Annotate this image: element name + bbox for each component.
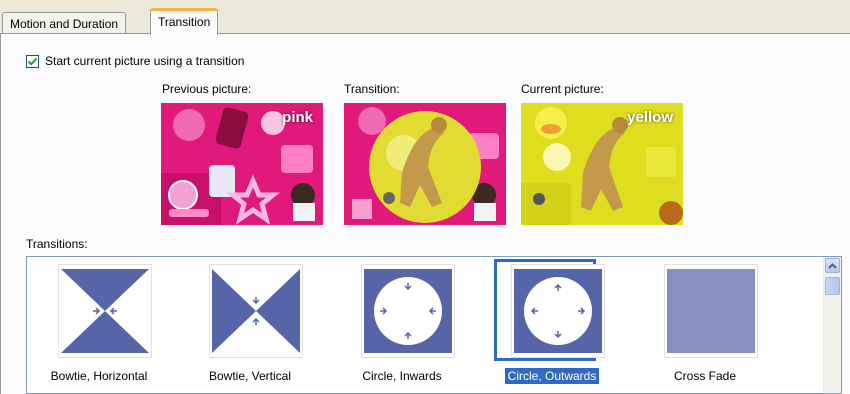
scroll-up-button[interactable] xyxy=(825,258,840,273)
transitions-list[interactable]: Bowtie, Horizontal Bowtie, Vertical xyxy=(26,256,842,394)
tab-strip: Motion and Duration Transition xyxy=(0,0,850,35)
scroll-thumb[interactable] xyxy=(825,277,840,295)
checkmark-icon xyxy=(27,57,38,66)
tab-transition[interactable]: Transition xyxy=(150,8,219,35)
cross-fade-icon xyxy=(667,269,755,353)
transition-item-circle-outwards[interactable]: Circle, Outwards xyxy=(494,259,607,384)
transition-item-bowtie-horizontal[interactable]: Bowtie, Horizontal xyxy=(44,262,154,384)
start-transition-checkbox-row[interactable]: Start current picture using a transition xyxy=(26,53,244,69)
transition-preview xyxy=(344,103,506,225)
start-transition-checkbox[interactable] xyxy=(26,54,39,68)
transition-caption: Bowtie, Vertical xyxy=(208,369,292,383)
previous-picture-preview: pink xyxy=(161,103,323,225)
current-picture-overlay-text: yellow xyxy=(627,109,673,126)
current-picture-label: Current picture: xyxy=(521,82,604,96)
transition-caption: Circle, Outwards xyxy=(477,368,627,384)
circle-outwards-icon xyxy=(514,269,602,353)
transition-item-bowtie-vertical[interactable]: Bowtie, Vertical xyxy=(195,262,305,384)
transition-item-cross-fade[interactable]: Cross Fade xyxy=(650,262,760,384)
circle-inwards-icon xyxy=(364,269,452,353)
transition-caption: Bowtie, Horizontal xyxy=(50,369,148,383)
bowtie-horizontal-icon xyxy=(61,269,149,353)
start-transition-label: Start current picture using a transition xyxy=(45,54,245,68)
current-picture-preview: yellow xyxy=(521,103,683,225)
transition-item-circle-inwards[interactable]: Circle, Inwards xyxy=(347,262,457,384)
transition-picture-label: Transition: xyxy=(344,82,400,96)
transitions-label: Transitions: xyxy=(26,237,88,251)
transition-caption: Cross Fade xyxy=(673,369,737,383)
previous-picture-overlay-text: pink xyxy=(282,109,313,126)
tab-motion-and-duration[interactable]: Motion and Duration xyxy=(2,12,127,34)
transition-caption: Circle, Inwards xyxy=(362,369,442,383)
previous-picture-label: Previous picture: xyxy=(162,82,252,96)
transitions-scrollbar[interactable] xyxy=(823,257,841,393)
bowtie-vertical-icon xyxy=(212,269,300,353)
chevron-up-icon xyxy=(828,262,837,269)
